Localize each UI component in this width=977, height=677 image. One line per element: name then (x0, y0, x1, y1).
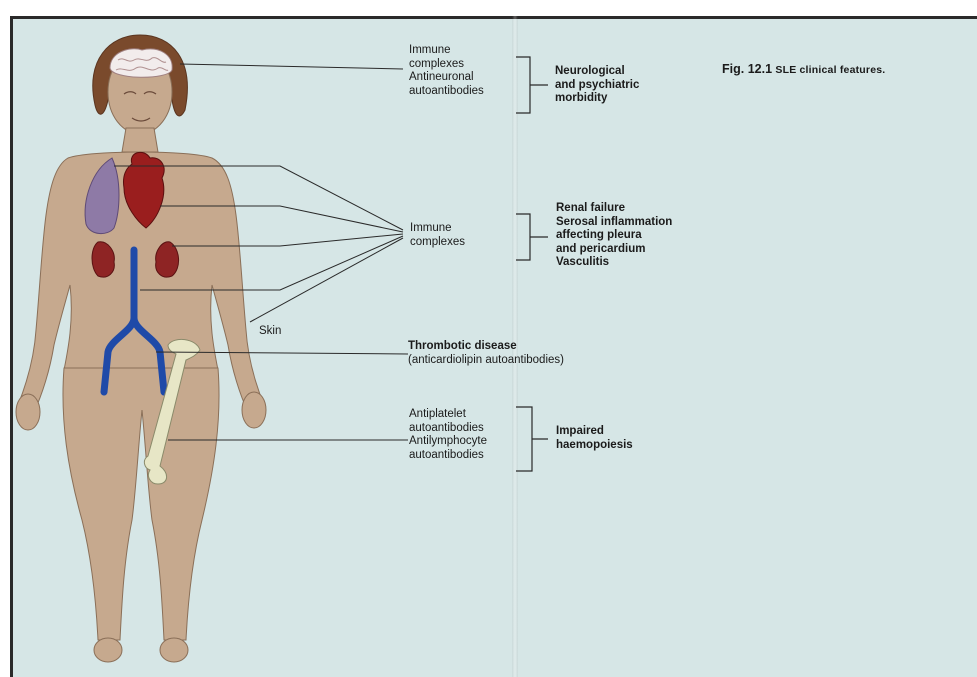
label-impaired-haemopoiesis: Impaired haemopoiesis (556, 425, 633, 452)
label-immune-complexes: Immune complexes (410, 222, 465, 249)
right-kidney (156, 242, 179, 277)
brain (110, 49, 172, 77)
label-renal-serosal-vasculitis: Renal failure Serosal inflammation affec… (556, 202, 672, 270)
left-hand (16, 394, 40, 430)
bracket-haemopoiesis (516, 407, 548, 471)
label-antiplatelet-antilymphocyte: Antiplatelet autoantibodies Antilymphocy… (409, 408, 487, 462)
legs (63, 368, 219, 640)
brackets (516, 57, 548, 471)
label-immune-complexes-neuro: Immune complexes Antineuronal autoantibo… (409, 44, 484, 98)
bracket-neuro (516, 57, 548, 113)
figure-title: SLE clinical features. (775, 64, 885, 76)
leader-brain (180, 64, 403, 69)
figure-caption: Fig. 12.1 SLE clinical features. (722, 62, 885, 76)
left-foot (94, 638, 122, 662)
right-foot (160, 638, 188, 662)
label-anticardiolipin: (anticardiolipin autoantibodies) (408, 354, 564, 368)
leader-skin (250, 238, 403, 322)
neck (122, 128, 158, 152)
label-neurological-morbidity: Neurological and psychiatric morbidity (555, 65, 639, 106)
bracket-renal (516, 214, 548, 260)
right-hand (242, 392, 266, 428)
figure-number: Fig. 12.1 (722, 62, 772, 76)
label-skin: Skin (259, 325, 281, 339)
label-thrombotic-disease: Thrombotic disease (408, 340, 517, 354)
body-silhouette (16, 35, 266, 662)
